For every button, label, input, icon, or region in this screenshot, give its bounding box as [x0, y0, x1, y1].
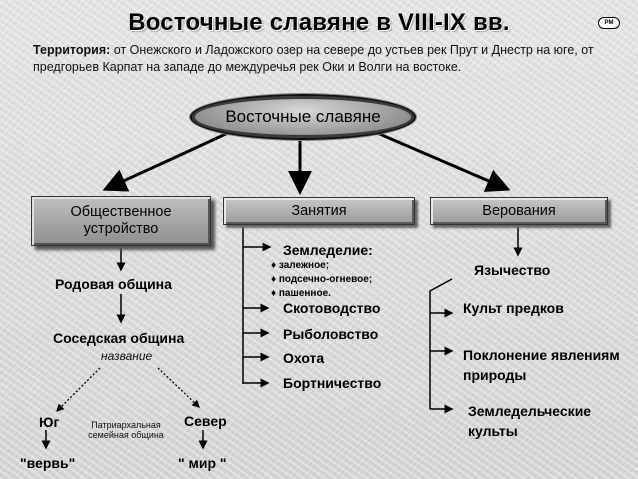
- belief-item: Культ предков: [463, 300, 564, 316]
- farming-label: Земледелие:: [283, 242, 373, 258]
- occupations-box: Занятия: [223, 197, 415, 225]
- south-label: Юг: [39, 414, 60, 430]
- social-structure-box: Общественное устройство: [31, 196, 211, 246]
- paganism-label: Язычество: [474, 262, 551, 278]
- territory-description: Территория: от Онежского и Ладожского оз…: [33, 42, 613, 76]
- farming-type: ♦ подсечно-огневое;: [271, 274, 373, 285]
- page-title: Восточные славяне в VIII-IX вв.: [128, 9, 510, 36]
- farming-type: ♦ залежное;: [271, 260, 330, 271]
- north-label: Север: [184, 413, 227, 429]
- belief-bracket: [429, 278, 453, 409]
- mir-label: " мир ": [178, 455, 227, 471]
- arrow-to-social: [102, 130, 231, 192]
- verv-label: "вервь": [20, 455, 76, 471]
- territory-text: от Онежского и Ладожского озер на севере…: [33, 43, 594, 74]
- belief-item: Поклонение явлениям природы: [463, 347, 620, 383]
- logo-badge: PM: [598, 17, 620, 29]
- occupation-item: Бортничество: [283, 375, 382, 391]
- occupation-item: Скотоводство: [283, 300, 381, 316]
- occupation-item: Охота: [283, 350, 325, 366]
- occupation-item: Рыболовство: [283, 326, 379, 342]
- farming-type: ♦ пашенное.: [271, 288, 331, 299]
- arrow-to-south: [56, 367, 101, 412]
- patriarchal-family: Патриархальная семейная община: [88, 420, 164, 440]
- arrow-to-north: [157, 367, 200, 408]
- belief-item: Земледельческие культы: [468, 403, 592, 439]
- arrow-to-belief: [374, 130, 511, 192]
- territory-label: Территория:: [33, 43, 111, 57]
- clan-community: Родовая община: [55, 276, 172, 292]
- neighbor-community: Соседская община: [53, 330, 185, 346]
- name-caption: название: [101, 349, 153, 363]
- root-node: Восточные славяне: [190, 94, 416, 140]
- beliefs-box: Верования: [430, 197, 608, 225]
